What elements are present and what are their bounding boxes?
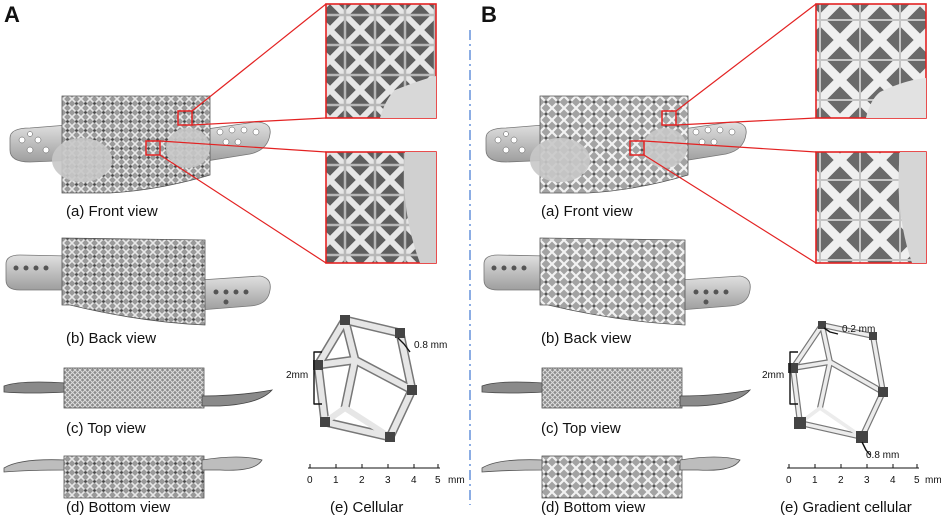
panel-a-scale-tick-1: 1	[333, 475, 339, 486]
panel-a-caption-bottom: (d) Bottom view	[66, 499, 171, 516]
panel-b-scale-tick-4: 4	[890, 475, 896, 486]
panel-a-caption-front: (a) Front view	[66, 203, 158, 220]
panel-a-cell-size-label: 2mm	[286, 370, 309, 381]
panel-b-cell-size-label: 2mm	[762, 370, 785, 381]
panel-b-scale-tick-3: 3	[864, 475, 870, 486]
panel-b-scale-bar	[787, 464, 919, 469]
panel-b-strut-label-bottom: 0.8 mm	[866, 450, 900, 461]
panel-b-caption-top: (c) Top view	[541, 420, 621, 437]
panel-b-caption-cell: (e) Gradient cellular	[780, 499, 912, 516]
panel-a-letter: A	[4, 2, 20, 27]
panel-b-top-view	[481, 367, 752, 409]
panel-a-scale-tick-4: 4	[411, 475, 417, 486]
panel-b-scale-tick-5: 5	[914, 475, 920, 486]
panel-b-caption-back: (b) Back view	[541, 330, 632, 347]
panel-b-scale-tick-1: 1	[812, 475, 818, 486]
panel-a-front-view	[9, 3, 327, 264]
panel-a-caption-back: (b) Back view	[66, 330, 157, 347]
panel-b-caption-bottom: (d) Bottom view	[541, 499, 646, 516]
panel-b-bottom-view	[481, 455, 741, 499]
panel-a-scale-tick-3: 3	[385, 475, 391, 486]
panel-b-strut-label-top: 0.2 mm	[842, 324, 876, 335]
panel-a-scale-tick-2: 2	[359, 475, 365, 486]
panel-b-back-view	[483, 237, 751, 326]
panel-b-scale-tick-0: 0	[786, 475, 792, 486]
panel-a-strut-label: 0.8 mm	[414, 340, 448, 351]
panel-a-scale-tick-0: 0	[307, 475, 313, 486]
panel-b-scale-unit: mm	[925, 475, 941, 486]
panel-b-letter: B	[481, 2, 497, 27]
panel-b-front-view	[485, 3, 817, 264]
panel-a-unit-cell	[313, 315, 417, 442]
panel-b-zoom-insets	[815, 3, 927, 264]
panel-a-scale-bar	[308, 464, 440, 469]
panel-a-bottom-view	[3, 455, 263, 499]
panel-a-scale-unit: mm	[448, 475, 465, 486]
panel-a-top-view	[3, 367, 274, 409]
panel-b-unit-cell	[788, 321, 888, 456]
panel-a-caption-cell: (e) Cellular	[330, 499, 404, 516]
panel-a-scale-tick-5: 5	[435, 475, 441, 486]
panel-b-caption-front: (a) Front view	[541, 203, 633, 220]
panel-b-scale-tick-2: 2	[838, 475, 844, 486]
panel-a-zoom-insets	[325, 3, 437, 264]
panel-a-caption-top: (c) Top view	[66, 420, 146, 437]
panel-a-back-view	[5, 237, 271, 326]
